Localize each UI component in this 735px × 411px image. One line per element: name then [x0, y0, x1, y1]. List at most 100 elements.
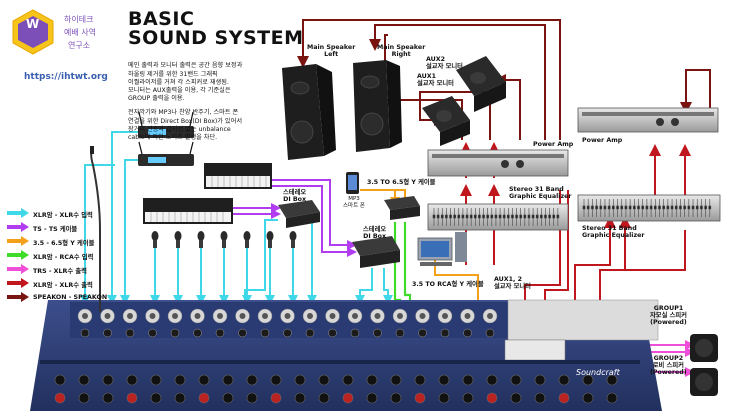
- eq-slider-cap: [616, 205, 619, 210]
- mixer-knob: [486, 374, 498, 386]
- legend-item-4: XLR암 - RCA수 입력: [33, 254, 94, 261]
- eq-slider-cap: [482, 214, 485, 219]
- microphone-row: [151, 231, 297, 248]
- mixer-knob: [462, 392, 474, 404]
- mixer-knob: [174, 374, 186, 386]
- eq-slider-cap: [641, 205, 645, 210]
- eq-slider-cap: [700, 205, 703, 210]
- cable-35-top-label: 3.5 TO 6.5형 Y 케이블: [367, 179, 436, 186]
- mixer-input-jack: [415, 308, 430, 338]
- eq-slider-cap: [633, 205, 636, 210]
- power-amp-right: [577, 107, 719, 133]
- mixer-knob: [414, 392, 426, 404]
- eq-slider-cap: [445, 214, 448, 219]
- mixer-knob: [294, 392, 306, 404]
- mixer-knob: [126, 392, 138, 404]
- eq-slider-cap: [490, 214, 494, 219]
- eq-slider-cap: [687, 205, 691, 210]
- cable-35-bottom-label: 3.5 TO RCA형 Y 케이블: [412, 281, 484, 288]
- logo-url[interactable]: https://ihtwt.org: [24, 72, 108, 82]
- mixer-input-jack: [122, 308, 138, 338]
- microphone-2: [174, 231, 182, 248]
- mixer-knob: [246, 374, 258, 386]
- eq-slider-cap: [628, 205, 632, 210]
- eq-slider-cap: [548, 214, 551, 219]
- mixer-knob: [558, 392, 570, 404]
- eq-slider-cap: [637, 205, 640, 210]
- graphic-eq-right: [577, 194, 721, 222]
- mixer-input-jack: [437, 308, 453, 338]
- computer: [417, 232, 467, 266]
- eq-slider-cap: [666, 205, 670, 210]
- eq-slider-cap: [519, 214, 523, 219]
- mixer-input-jack: [460, 308, 475, 338]
- eq-slider-cap: [478, 214, 481, 219]
- group2-speaker: [690, 368, 718, 396]
- mixer-knob: [534, 374, 546, 386]
- legend-arrow-4: [7, 250, 29, 260]
- page-title-line1: BASIC: [128, 8, 195, 30]
- mixer-knob: [534, 392, 546, 404]
- microphone-4: [220, 231, 228, 248]
- eq-slider-cap: [449, 214, 452, 219]
- eq-slider-cap: [624, 205, 628, 210]
- di-box-2: [352, 236, 400, 268]
- eq-slider-cap: [612, 205, 615, 210]
- eq-slider-cap: [527, 214, 531, 219]
- eq-slider-cap: [653, 205, 657, 210]
- eq-slider-cap: [695, 205, 699, 210]
- mixer-input-jack: [257, 308, 273, 338]
- eq-slider-cap: [603, 205, 607, 210]
- eq-slider-cap: [620, 205, 624, 210]
- mixer-knob: [222, 392, 234, 404]
- eq-slider-cap: [540, 214, 543, 219]
- mixer-input-jack: [325, 308, 340, 338]
- mixer-knob: [78, 392, 90, 404]
- mixer-knob: [198, 392, 210, 404]
- mixer-input-jack: [370, 308, 385, 338]
- mixer-knob: [606, 392, 618, 404]
- legend-item-3: 3.5 - 6.5형 Y 케이블: [33, 240, 95, 247]
- eq-slider-cap: [586, 205, 590, 210]
- eq-slider-cap: [607, 205, 611, 210]
- mixer-knob: [390, 392, 402, 404]
- legend-item-6: XLR암 - XLR수 출력: [33, 282, 93, 289]
- eq-slider-cap: [556, 214, 560, 219]
- mixer-knob: [510, 392, 522, 404]
- mixer-input-jack: [347, 308, 363, 338]
- eq-slider-cap: [440, 214, 444, 219]
- mixer-knob: [318, 392, 330, 404]
- mixer-knob: [486, 392, 498, 404]
- eq-slider-cap: [494, 214, 498, 219]
- eq-slider-cap: [523, 214, 527, 219]
- eq-slider-cap: [645, 205, 649, 210]
- eq-slider-cap: [473, 214, 477, 219]
- legend: [7, 208, 29, 302]
- wireless-receiver-1: [138, 111, 194, 138]
- graphic-eq-center: [427, 203, 569, 231]
- microphone-6: [266, 231, 274, 248]
- eq-slider-cap: [552, 214, 556, 219]
- eq-slider-cap: [531, 214, 535, 219]
- mixer-knob: [150, 374, 162, 386]
- smartphone: [346, 172, 359, 194]
- mixer-input-jacks: [77, 308, 498, 338]
- eq-slider-cap: [535, 214, 539, 219]
- keyboard-synth-top: [204, 163, 272, 189]
- eq-slider-cap: [502, 214, 506, 219]
- eq-slider-cap: [708, 205, 712, 210]
- mixer-knob: [558, 374, 570, 386]
- mixer-knob: [54, 392, 66, 404]
- mixer-input-jack: [235, 308, 250, 338]
- mixer-input-jack: [392, 308, 408, 338]
- legend-arrow-5: [7, 264, 29, 274]
- mixer-knob: [606, 374, 618, 386]
- ts-cables: [232, 179, 357, 257]
- eq-slider-cap: [691, 205, 695, 210]
